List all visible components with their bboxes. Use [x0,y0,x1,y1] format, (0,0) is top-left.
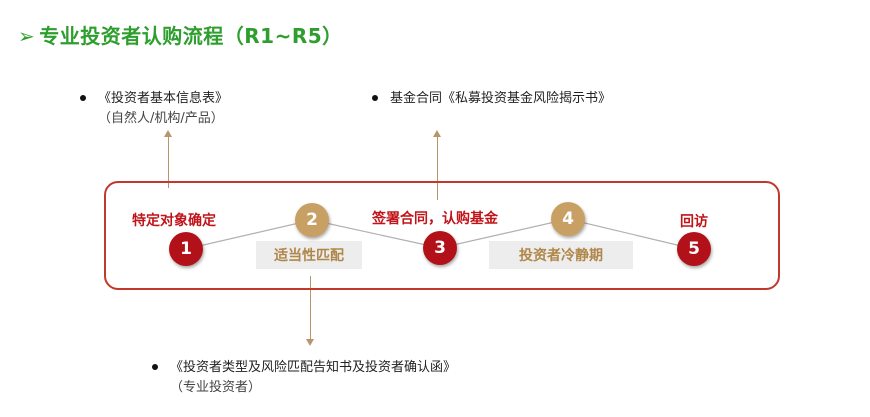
title-text: 专业投资者认购流程（R1~R5） [39,24,343,48]
connector-line [168,136,169,188]
arrow-bullet-icon: ➢ [18,24,36,48]
arrow-up-icon [164,130,172,137]
connector-line [310,276,311,340]
step-3-node: 3 [423,231,457,265]
bullet-dot-icon [372,94,378,101]
step-3-label: 签署合同，认购基金 [364,205,506,231]
bullet-dot-icon [152,363,158,370]
arrow-up-icon [433,130,441,137]
note-investor-info-line1: 《投资者基本信息表》 [98,91,229,106]
connector-line [437,136,438,200]
step-2-node: 2 [295,203,329,237]
step-4-label: 投资者冷静期 [489,241,633,269]
step-1-label: 特定对象确定 [124,207,224,233]
step-5-node: 5 [677,232,711,266]
bullet-dot-icon [80,94,86,101]
process-frame [104,181,780,290]
note-investor-info: 《投资者基本信息表》 （自然人/机构/产品） [80,89,228,129]
arrow-down-icon [306,339,314,346]
note-risk-match-line2: （专业投资者） [170,380,262,395]
step-4-node: 4 [551,202,585,236]
note-risk-match: 《投资者类型及风险匹配告知书及投资者确认函》 （专业投资者） [152,358,456,398]
note-contract: 基金合同《私募投资基金风险揭示书》 [372,89,611,109]
note-risk-match-line1: 《投资者类型及风险匹配告知书及投资者确认函》 [170,360,457,375]
step-5-label: 回访 [672,208,716,234]
note-contract-line1: 基金合同《私募投资基金风险揭示书》 [390,91,612,106]
step-2-label: 适当性匹配 [256,241,362,269]
page-title: ➢专业投资者认购流程（R1~R5） [18,20,343,49]
note-investor-info-line2: （自然人/机构/产品） [98,111,224,126]
step-1-node: 1 [169,232,203,266]
